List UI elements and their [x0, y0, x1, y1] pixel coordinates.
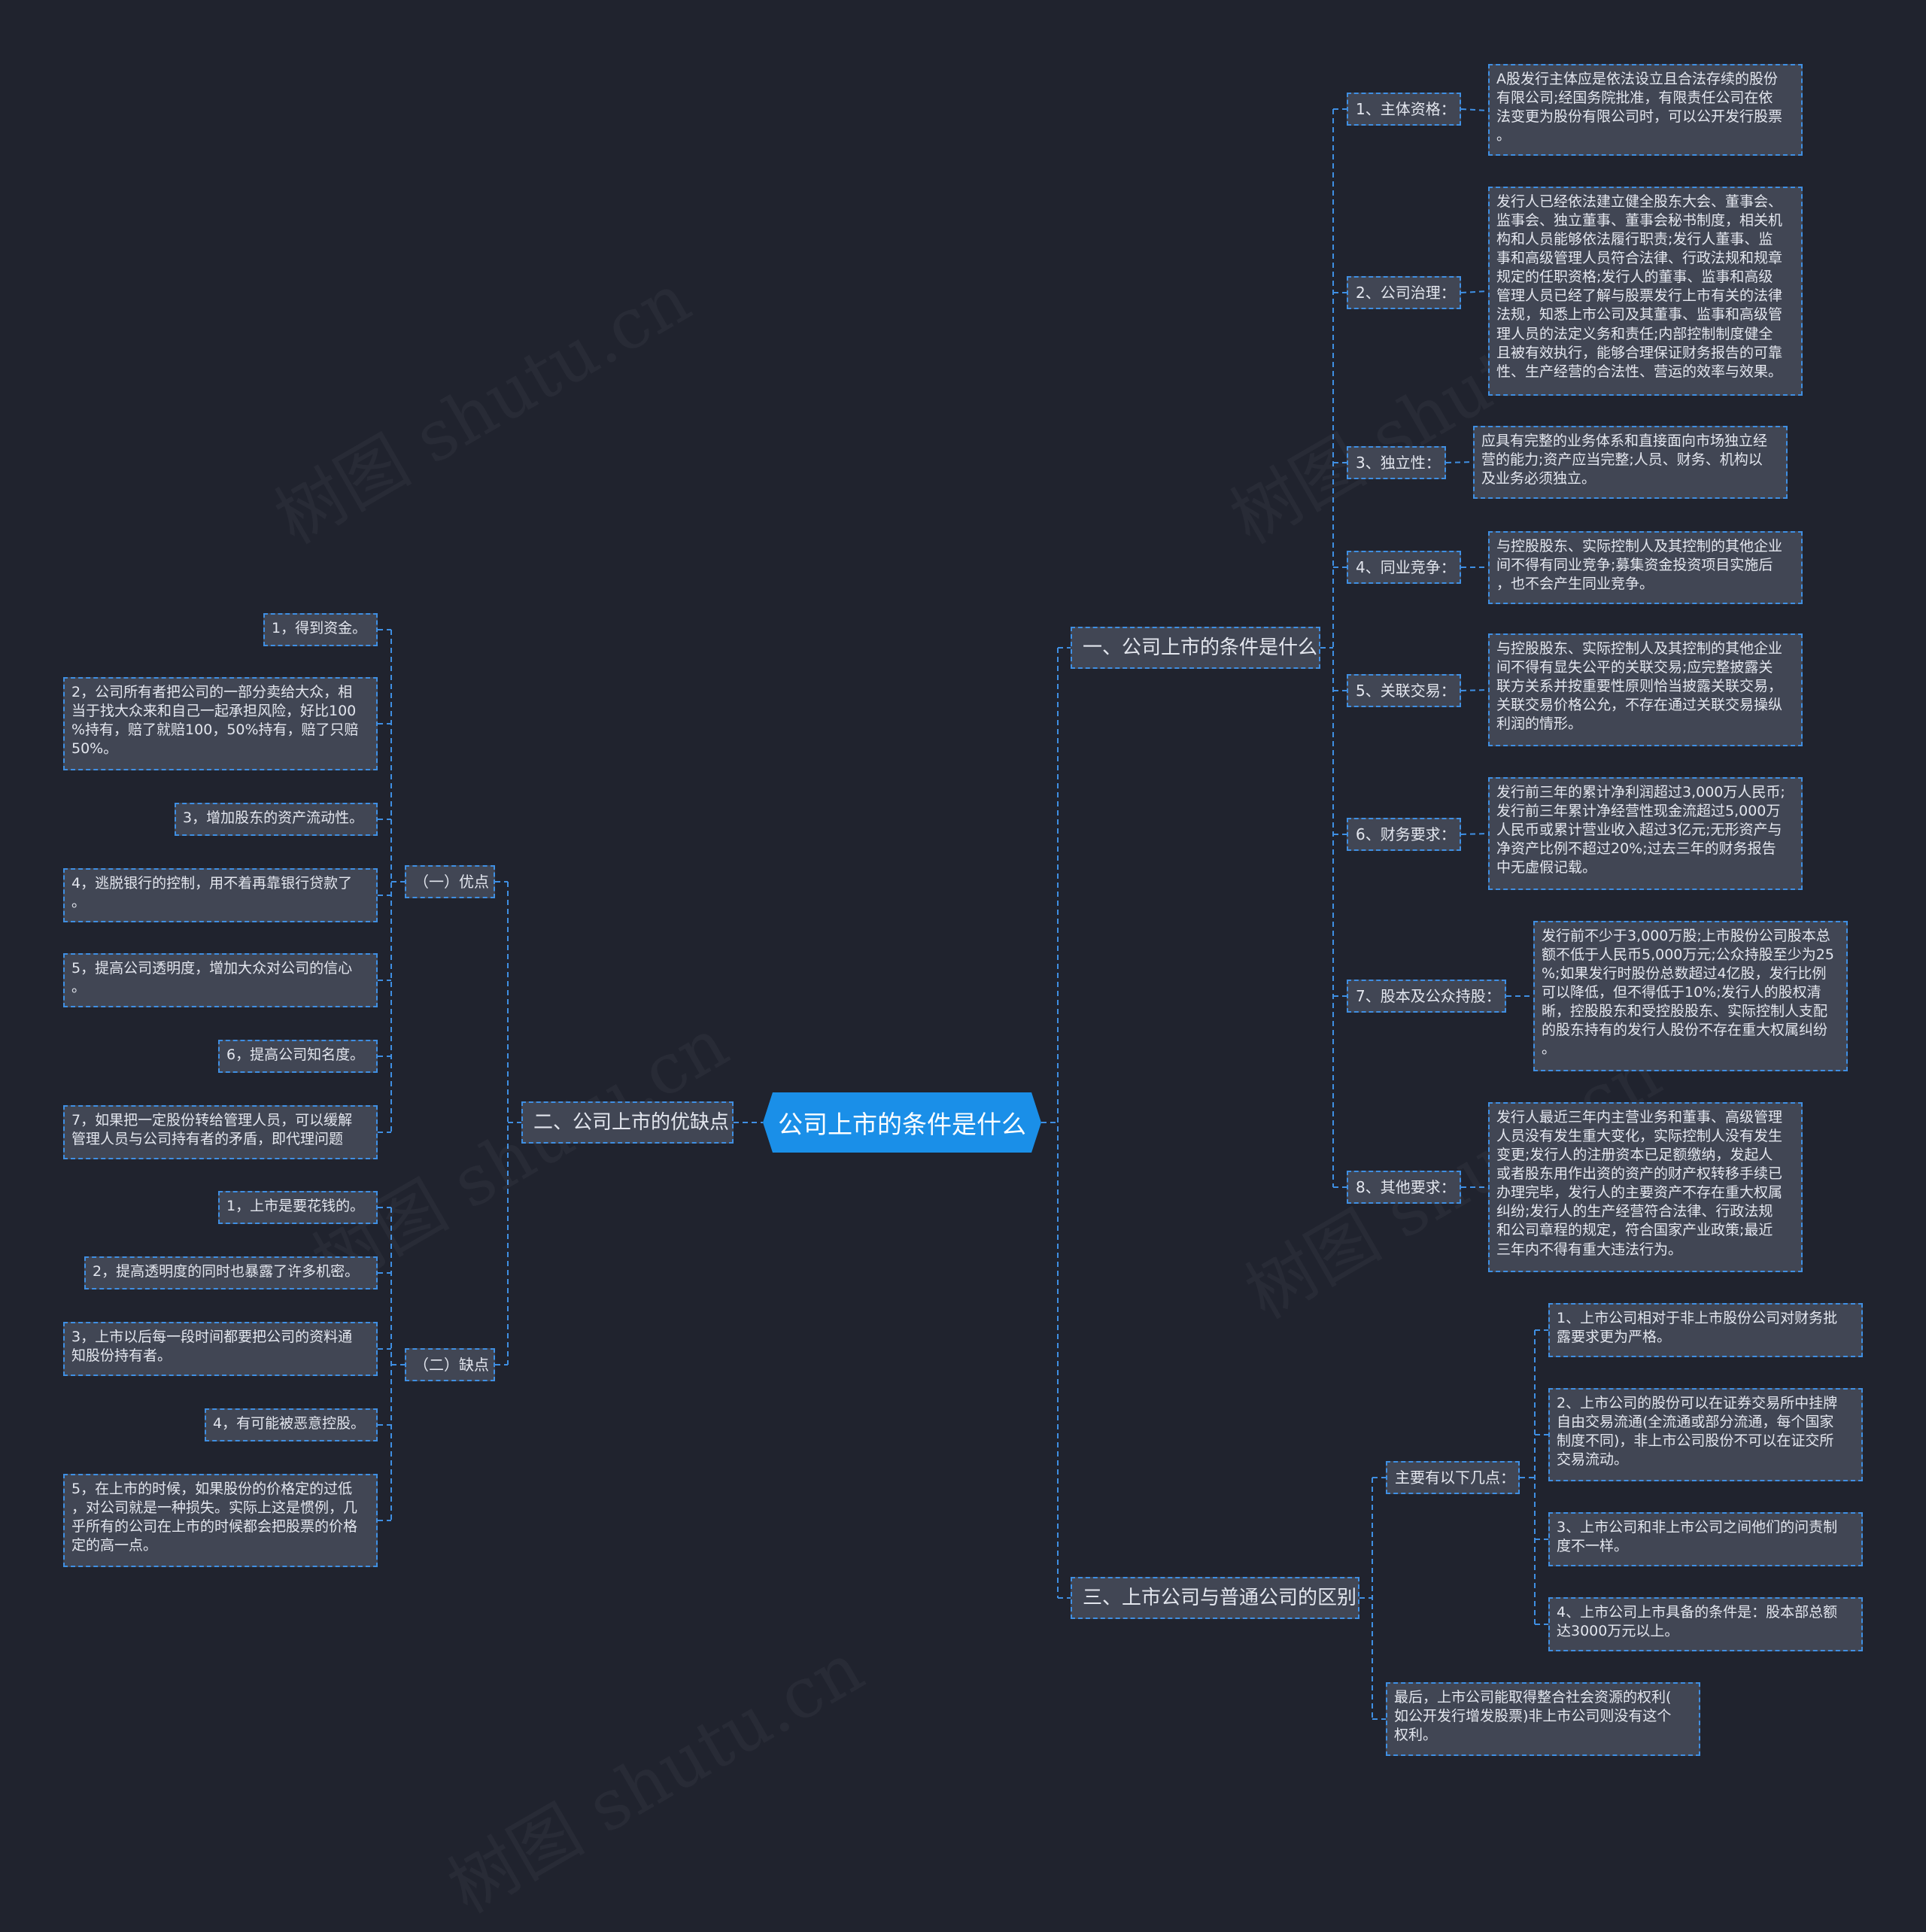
condition-detail-4[interactable]: 与控股股东、实际控制人及其控制的其他企业 间不得有同业竞争;募集资金投资项目实施…	[1488, 531, 1803, 604]
pro-item-1[interactable]: 1，得到资金。	[263, 613, 378, 646]
pro-item-7[interactable]: 7，如果把一定股份转给管理人员，可以缓解 管理人员与公司持有者的矛盾，即代理问题	[63, 1105, 378, 1159]
condition-detail-6[interactable]: 发行前三年的累计净利润超过3,000万人民币; 发行前三年累计净经营性现金流超过…	[1488, 777, 1803, 890]
condition-label-5[interactable]: 5、关联交易：	[1347, 674, 1461, 707]
condition-label-4[interactable]: 4、同业竞争：	[1347, 551, 1461, 584]
pro-item-4[interactable]: 4，逃脱银行的控制，用不着再靠银行贷款了 。	[63, 868, 378, 922]
branch-pros-cons[interactable]: 二、公司上市的优缺点	[521, 1101, 734, 1144]
condition-detail-7[interactable]: 发行前不少于3,000万股;上市股份公司股本总 额不低于人民币5,000万元;公…	[1533, 921, 1848, 1071]
con-item-1[interactable]: 1，上市是要花钱的。	[218, 1191, 378, 1224]
root-topic[interactable]: 公司上市的条件是什么	[763, 1092, 1041, 1153]
condition-detail-3[interactable]: 应具有完整的业务体系和直接面向市场独立经 营的能力;资产应当完整;人员、财务、机…	[1473, 426, 1788, 499]
difference-item-1[interactable]: 1、上市公司相对于非上市股份公司对财务批 露要求更为严格。	[1548, 1303, 1863, 1357]
condition-label-1[interactable]: 1、主体资格：	[1347, 93, 1461, 126]
pro-item-3[interactable]: 3，增加股东的资产流动性。	[175, 803, 378, 836]
connector-line	[1460, 689, 1489, 691]
condition-detail-2[interactable]: 发行人已经依法建立健全股东大会、董事会、 监事会、独立董事、董事会秘书制度，相关…	[1488, 187, 1803, 396]
difference-item-3[interactable]: 3、上市公司和非上市公司之间他们的问责制 度不一样。	[1548, 1512, 1863, 1566]
con-item-2[interactable]: 2，提高透明度的同时也暴露了许多机密。	[84, 1256, 378, 1290]
connector-line	[1460, 290, 1489, 293]
condition-label-8[interactable]: 8、其他要求：	[1347, 1171, 1461, 1204]
con-item-4[interactable]: 4，有可能被恶意控股。	[205, 1408, 378, 1441]
condition-detail-1[interactable]: A股发行主体应是依法设立且合法存续的股份 有限公司;经国务院批准，有限责任公司在…	[1488, 64, 1803, 156]
pros-label[interactable]: （一）优点	[405, 865, 495, 898]
con-item-3[interactable]: 3，上市以后每一段时间都要把公司的资料通 知股份持有者。	[63, 1322, 378, 1376]
condition-label-3[interactable]: 3、独立性：	[1347, 446, 1446, 479]
difference-points-label[interactable]: 主要有以下几点：	[1386, 1461, 1520, 1494]
condition-label-6[interactable]: 6、财务要求：	[1347, 818, 1461, 851]
connector-line	[1460, 108, 1489, 111]
branch-listed-vs-ordinary[interactable]: 三、上市公司与普通公司的区别	[1071, 1577, 1359, 1619]
pro-item-2[interactable]: 2，公司所有者把公司的一部分卖给大众，相 当于找大众来和自己一起承担风险，好比1…	[63, 677, 378, 770]
con-item-5[interactable]: 5，在上市的时候，如果股份的价格定的过低 ，对公司就是一种损失。实际上这是惯例，…	[63, 1474, 378, 1567]
condition-label-2[interactable]: 2、公司治理：	[1347, 276, 1461, 309]
pro-item-6[interactable]: 6，提高公司知名度。	[218, 1040, 378, 1073]
difference-finally[interactable]: 最后，上市公司能取得整合社会资源的权利( 如公开发行增发股票)非上市公司则没有这…	[1386, 1682, 1700, 1756]
connector-line	[1445, 461, 1474, 463]
mind-map-canvas: 树图 shutu.cn 树图 shutu.cn 树图 shutu.cn 树图 s…	[63, 64, 1863, 1756]
cons-label[interactable]: （二）缺点	[405, 1348, 495, 1381]
pro-item-5[interactable]: 5，提高公司透明度，增加大众对公司的信心 。	[63, 953, 378, 1007]
branch-listing-conditions[interactable]: 一、公司上市的条件是什么	[1071, 627, 1320, 669]
difference-item-2[interactable]: 2、上市公司的股份可以在证券交易所中挂牌 自由交易流通(全流通或部分流通，每个国…	[1548, 1388, 1863, 1481]
difference-item-4[interactable]: 4、上市公司上市具备的条件是：股本部总额 达3000万元以上。	[1548, 1597, 1863, 1651]
condition-detail-5[interactable]: 与控股股东、实际控制人及其控制的其他企业 间不得有显失公平的关联交易;应完整披露…	[1488, 633, 1803, 746]
connector-lines	[378, 108, 1548, 1720]
condition-detail-8[interactable]: 发行人最近三年内主营业务和董事、高级管理 人员没有发生重大变化，实际控制人没有发…	[1488, 1102, 1803, 1272]
condition-label-7[interactable]: 7、股本及公众持股：	[1347, 980, 1506, 1013]
